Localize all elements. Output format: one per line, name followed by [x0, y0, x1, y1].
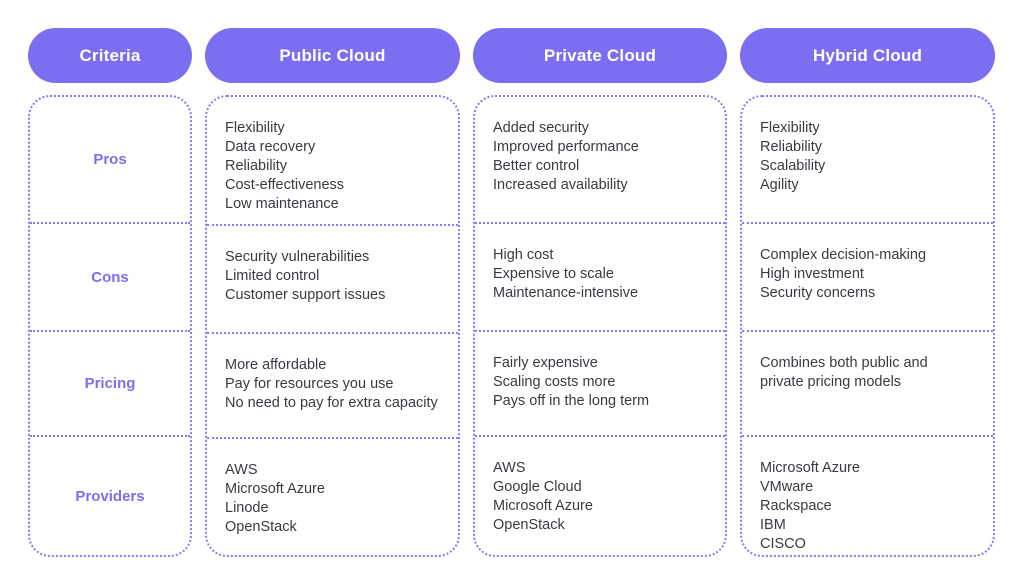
table-header-row: Criteria Public Cloud Private Cloud Hybr…: [28, 28, 996, 83]
row-label-providers: Providers: [75, 487, 145, 505]
row-label-pros: Pros: [93, 151, 127, 168]
list-item: Flexibility: [225, 120, 285, 136]
list-item: Added security: [493, 120, 589, 136]
header-pill-public-cloud[interactable]: Public Cloud: [205, 28, 460, 83]
list-item: No need to pay for extra capacity: [225, 395, 438, 411]
criteria-cell-providers: Providers: [30, 437, 190, 555]
header-label: Private Cloud: [543, 45, 657, 65]
list-item: Reliability: [225, 158, 288, 174]
list-item: VMware: [760, 479, 814, 495]
list-item: Combines both public and private pricing…: [760, 355, 928, 390]
criteria-column: Pros Cons Pricing Providers: [28, 95, 192, 557]
list-item: Security vulnerabilities: [225, 249, 370, 265]
list-item: Scalability: [760, 158, 826, 174]
list-item: Microsoft Azure: [225, 481, 325, 497]
list-item: Data recovery: [225, 139, 316, 155]
list-item: High investment: [760, 266, 864, 282]
header-label: Criteria: [79, 45, 141, 65]
list-item: High cost: [493, 247, 554, 263]
list-item: Scaling costs more: [493, 374, 616, 390]
list-item: Flexibility: [760, 120, 820, 136]
list-item: Microsoft Azure: [760, 460, 860, 476]
list-item: Microsoft Azure: [493, 498, 593, 514]
header-pill-private-cloud[interactable]: Private Cloud: [473, 28, 727, 83]
list-item: Pay for resources you use: [225, 376, 394, 392]
list-item: Complex decision-making: [760, 247, 927, 263]
list-item: Reliability: [760, 139, 823, 155]
list-item: Agility: [760, 177, 799, 193]
list-item: Fairly expensive: [493, 355, 598, 371]
list-item: IBM: [760, 517, 786, 533]
header-pill-criteria[interactable]: Criteria: [28, 28, 192, 83]
item-list: Combines both public and private pricing…: [760, 354, 975, 392]
list-item: Increased availability: [493, 177, 628, 193]
list-item: Pays off in the long term: [493, 393, 650, 409]
list-item: Maintenance-intensive: [493, 285, 639, 301]
list-item: OpenStack: [493, 517, 565, 533]
list-item: Security concerns: [760, 285, 876, 301]
list-item: Customer support issues: [225, 287, 386, 303]
list-item: More affordable: [225, 357, 327, 373]
header-pill-hybrid-cloud[interactable]: Hybrid Cloud: [740, 28, 995, 83]
list-item: CISCO: [760, 536, 806, 552]
list-item: Cost-effectiveness: [225, 177, 345, 193]
list-item: Expensive to scale: [493, 266, 614, 282]
row-label-cons: Cons: [91, 268, 129, 286]
list-item: AWS: [225, 462, 258, 478]
list-item: Linode: [225, 500, 269, 516]
criteria-cell-cons: Cons: [30, 224, 190, 332]
list-item: Limited control: [225, 268, 320, 284]
list-item: Better control: [493, 158, 580, 174]
list-item: Rackspace: [760, 498, 832, 514]
list-item: Low maintenance: [225, 196, 339, 212]
cell-hybrid-pricing: Combines both public and private pricing…: [742, 332, 993, 437]
criteria-cell-pricing: Pricing: [30, 332, 190, 437]
row-label-pricing: Pricing: [84, 375, 136, 392]
list-item: OpenStack: [225, 519, 297, 535]
list-item: AWS: [493, 460, 526, 476]
header-label: Hybrid Cloud: [812, 45, 923, 65]
list-item: Google Cloud: [493, 479, 582, 495]
list-item: Improved performance: [493, 139, 639, 155]
header-label: Public Cloud: [279, 45, 386, 65]
criteria-cell-pros: Pros: [30, 97, 190, 224]
